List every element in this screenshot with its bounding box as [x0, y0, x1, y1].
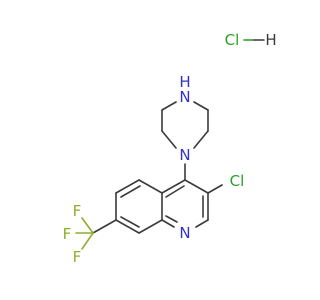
pyr-bond-c4-c3 — [184, 179, 209, 194]
pyr-bond-c2-n — [195, 219, 209, 228]
pyr-bond-c4a-c4-double — [165, 185, 185, 198]
pyr-bond-c4a-c4 — [161, 179, 186, 194]
pip-bond-3 — [161, 130, 177, 149]
benz-bond-c7-c8-double — [120, 216, 140, 228]
molecule-diagram: Cl H N H N N Cl — [63, 31, 277, 266]
hcl-salt: Cl H — [225, 31, 277, 49]
benz-bond-c7-c8 — [115, 219, 140, 234]
fluorine-left-label: F — [63, 225, 72, 243]
pyridine-ring: N Cl — [161, 172, 245, 242]
piperazine-ring: N H N — [161, 73, 209, 181]
piperazine-nh-label: N — [179, 88, 190, 106]
pyr-bond-n-c8a-double — [165, 215, 178, 223]
cf3-attach-bond — [92, 219, 117, 234]
pyr-bond-n-c8a — [161, 219, 175, 228]
hcl-chlorine-label: Cl — [225, 31, 240, 49]
benz-bond-c5-c6-double — [120, 185, 141, 198]
hcl-hydrogen-label: H — [265, 31, 276, 49]
fluorine-top-label: F — [73, 202, 82, 220]
quinoline-n-label: N — [179, 224, 190, 242]
cf3-bond-top — [81, 217, 94, 234]
benz-bond-c5-c6 — [115, 179, 140, 194]
benz-bond-c8-c8a — [138, 219, 163, 234]
chloro-bond — [207, 184, 223, 194]
pip-bond-1 — [161, 101, 177, 111]
trifluoromethyl-group: F F F — [63, 202, 117, 266]
pip-bond-6 — [193, 130, 209, 149]
cf3-bond-bottom — [81, 232, 94, 250]
piperazine-h-label: H — [179, 73, 190, 91]
benz-bond-c4a-c5 — [138, 179, 163, 194]
chloro-label: Cl — [230, 172, 245, 190]
benzene-ring — [115, 179, 163, 234]
piperazine-n-label: N — [179, 146, 190, 164]
pip-bond-4 — [193, 101, 209, 111]
fluorine-bottom-label: F — [73, 248, 82, 266]
